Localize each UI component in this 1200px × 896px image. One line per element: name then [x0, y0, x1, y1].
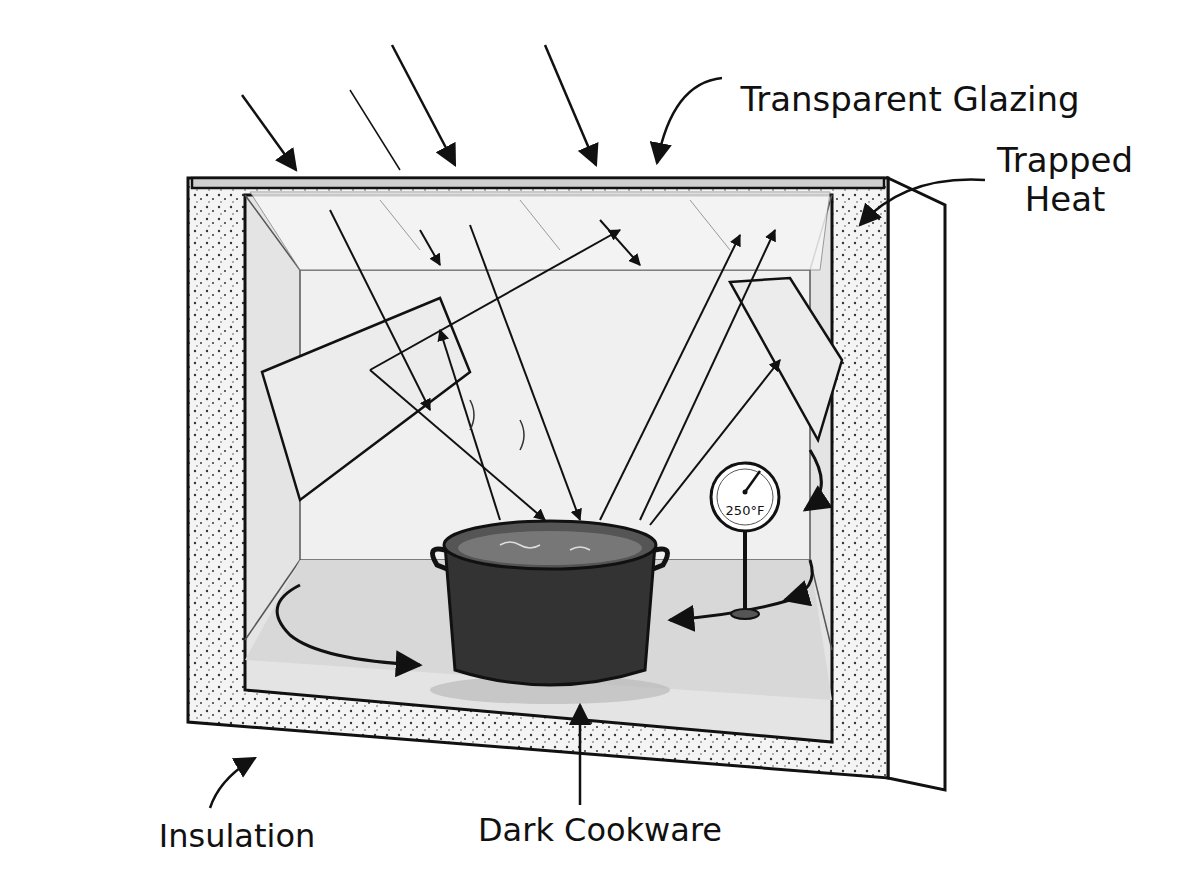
part-label: Transparent Glazing — [710, 80, 1110, 119]
temperature-reading: 250°F — [717, 504, 773, 519]
part-label: Dark Cookware — [435, 812, 765, 849]
part-label: Insulation — [117, 818, 357, 855]
part-label: Trapped Heat — [980, 141, 1150, 219]
